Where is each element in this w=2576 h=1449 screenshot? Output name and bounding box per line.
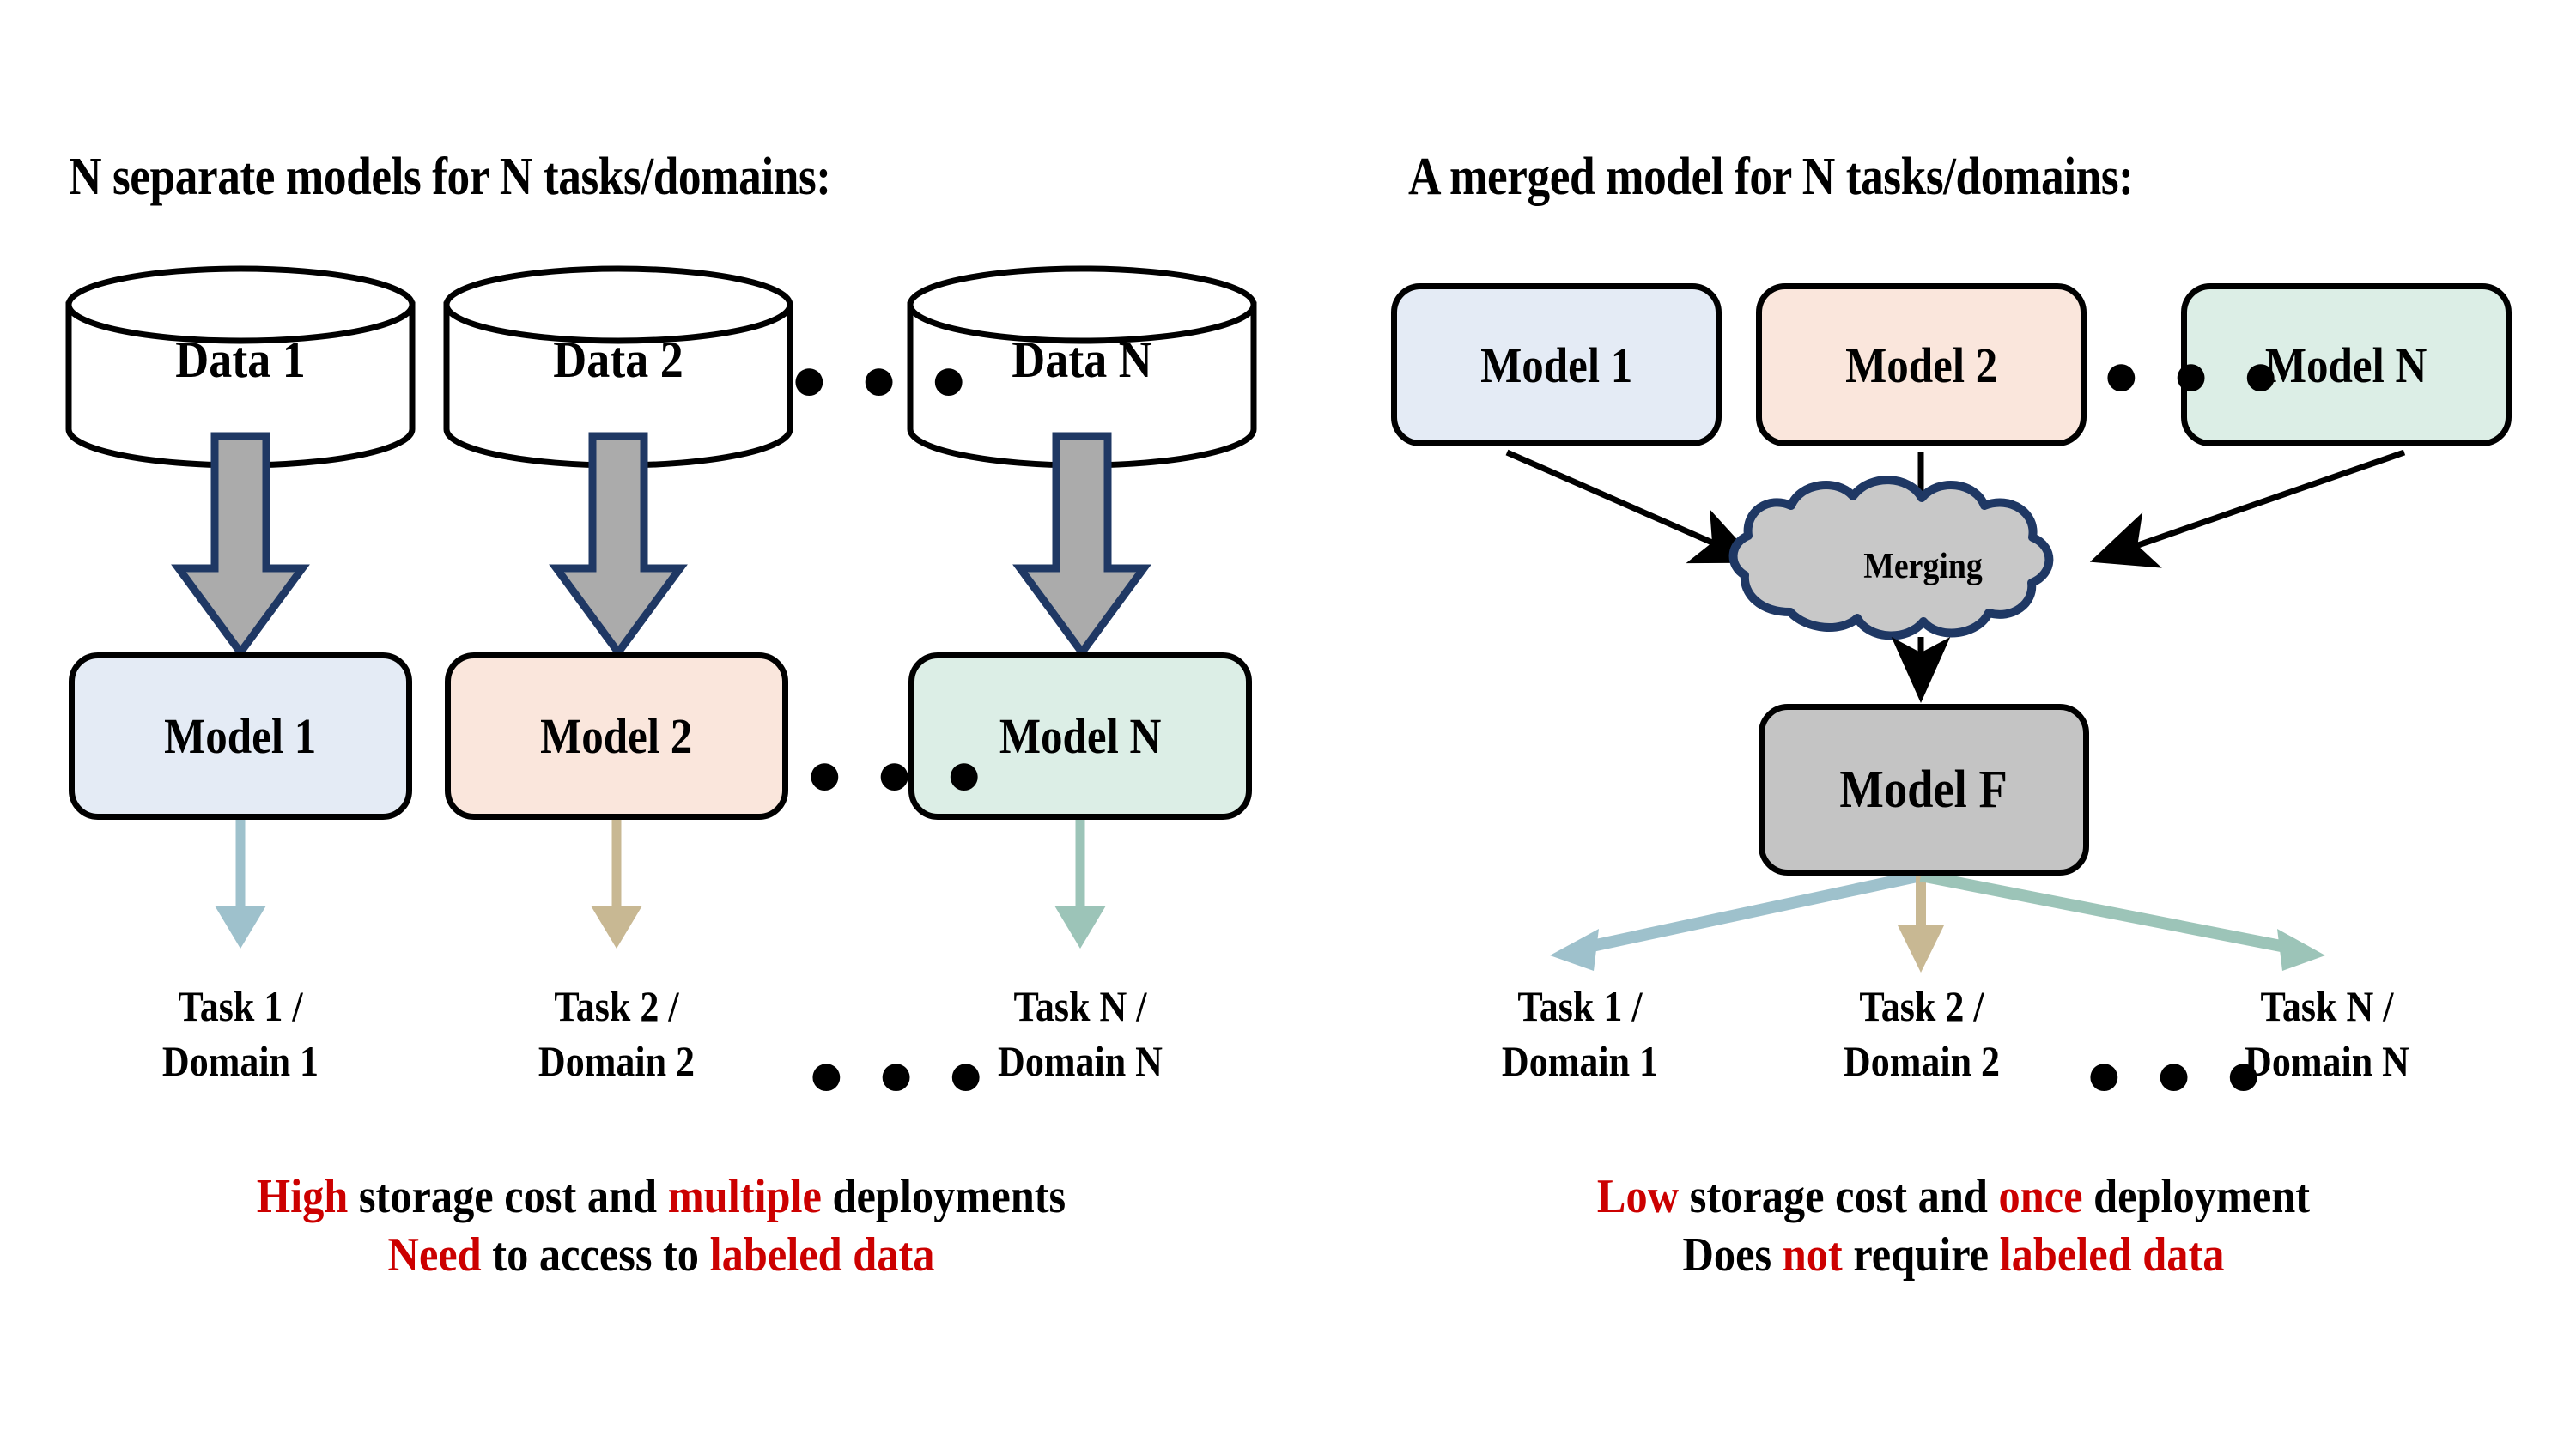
right-caption-line1: Low storage cost and once deployment	[1417, 1167, 2491, 1226]
right-caption-l2-s2: require	[1842, 1228, 2000, 1282]
merge-source-model-n[interactable]: Model N	[2181, 283, 2512, 446]
task-label-1-line1: Task 1 /	[178, 982, 303, 1030]
merged-task-label-1-line2: Domain 1	[1501, 1037, 1659, 1085]
merge-source-model-2-label: Model 2	[1844, 336, 1998, 393]
left-caption-l2-s1: to access to	[481, 1228, 710, 1282]
task-label-ellipsis: ● ● ●	[807, 1040, 993, 1110]
model-box-1[interactable]: Model 1	[69, 652, 412, 820]
merging-cloud-label: Merging	[1863, 547, 1983, 586]
right-caption: Low storage cost and once deployment Doe…	[1357, 1167, 2550, 1285]
merge-source-model-1[interactable]: Model 1	[1391, 283, 1722, 446]
merged-task-label-2: Task 2 / Domain 2	[1759, 979, 2085, 1088]
right-caption-l1-s1: storage cost and	[1679, 1170, 1999, 1223]
right-caption-l2-s3: labeled data	[1999, 1228, 2225, 1282]
right-panel-heading: A merged model for N tasks/domains:	[1408, 148, 2134, 206]
data-store-2-label: Data 2	[553, 331, 683, 388]
merged-task-label-2-line2: Domain 2	[1843, 1037, 2001, 1085]
task-label-n-line1: Task N /	[1013, 982, 1147, 1030]
right-caption-l1-s0: Low	[1596, 1170, 1680, 1223]
model-box-n[interactable]: Model N	[908, 652, 1252, 820]
task-label-n-line2: Domain N	[998, 1037, 1163, 1085]
task-label-2-line1: Task 2 /	[554, 982, 679, 1030]
merged-task-label-1-line1: Task 1 /	[1517, 982, 1643, 1030]
left-caption-l1-s3: deployments	[821, 1170, 1066, 1223]
data-store-1: Data 1	[69, 269, 412, 440]
merged-task-label-2-line1: Task 2 /	[1859, 982, 1984, 1030]
merged-task-label-n: Task N / Domain N	[2164, 979, 2490, 1088]
left-caption-l1-s1: storage cost and	[348, 1170, 668, 1223]
task-label-n: Task N / Domain N	[908, 979, 1252, 1088]
task-label-2-line2: Domain 2	[538, 1037, 696, 1085]
data-store-ellipsis: ● ● ●	[790, 344, 976, 415]
merge-source-model-1-label: Model 1	[1479, 336, 1633, 393]
merged-task-label-n-line1: Task N /	[2260, 982, 2394, 1030]
merge-source-model-n-label: Model N	[2265, 336, 2427, 393]
left-caption: High storage cost and multiple deploymen…	[34, 1167, 1288, 1285]
model-box-1-label: Model 1	[164, 708, 317, 764]
left-panel-heading: N separate models for N tasks/domains:	[69, 148, 831, 206]
right-caption-l2-s1: not	[1782, 1228, 1843, 1282]
left-caption-l2-s2: labeled data	[709, 1228, 935, 1282]
left-caption-line2: Need to access to labeled data	[97, 1226, 1225, 1284]
merged-model-box[interactable]: Model F	[1759, 704, 2089, 876]
merged-task-label-n-line2: Domain N	[2245, 1037, 2409, 1085]
model-box-ellipsis: ● ● ●	[805, 739, 992, 809]
right-panel: A merged model for N tasks/domains: Mode…	[1322, 0, 2576, 1449]
left-panel: N separate models for N tasks/domains: D…	[34, 148, 1288, 1285]
left-caption-l1-s0: High	[256, 1170, 349, 1223]
merge-source-ellipsis: ● ● ●	[2102, 340, 2288, 410]
right-caption-l2-s0: Does	[1682, 1228, 1783, 1282]
left-caption-l1-s2: multiple	[667, 1170, 822, 1223]
task-label-1: Task 1 / Domain 1	[69, 979, 412, 1088]
model-box-2-label: Model 2	[540, 708, 693, 764]
data-store-n: Data N	[910, 269, 1254, 440]
merged-task-ellipsis: ● ● ●	[2085, 1040, 2271, 1110]
data-store-n-label: Data N	[1012, 331, 1152, 388]
data-store-2: Data 2	[447, 269, 790, 440]
task-label-2: Task 2 / Domain 2	[445, 979, 788, 1088]
model-box-2[interactable]: Model 2	[445, 652, 788, 820]
left-caption-l2-s0: Need	[387, 1228, 482, 1282]
merge-source-model-2[interactable]: Model 2	[1756, 283, 2087, 446]
merged-task-label-1: Task 1 / Domain 1	[1417, 979, 1743, 1088]
merged-model-box-label: Model F	[1839, 760, 2008, 819]
left-caption-line1: High storage cost and multiple deploymen…	[97, 1167, 1225, 1226]
data-store-1-label: Data 1	[175, 331, 306, 388]
right-caption-line2: Does not require labeled data	[1417, 1226, 2491, 1284]
task-label-1-line2: Domain 1	[161, 1037, 319, 1085]
right-caption-l1-s3: deployment	[2082, 1170, 2311, 1223]
model-box-n-label: Model N	[999, 708, 1162, 764]
right-caption-l1-s2: once	[1998, 1170, 2083, 1223]
